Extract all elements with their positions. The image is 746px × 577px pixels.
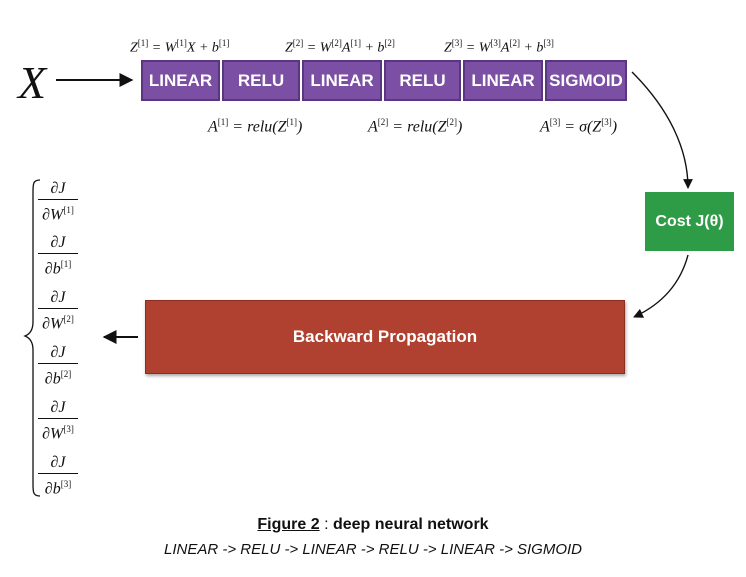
- equation-a1: A[1] = relu(Z[1]): [208, 117, 303, 136]
- layer-sigmoid-1: SIGMOID: [545, 60, 627, 101]
- figure-caption: Figure 2 : deep neural network: [0, 516, 746, 534]
- figure-title: deep neural network: [332, 516, 489, 533]
- figure-number: Figure 2: [257, 516, 320, 533]
- equation-a2: A[2] = relu(Z[2]): [368, 117, 463, 136]
- gradient-dw3: ∂J∂W[3]: [34, 399, 82, 443]
- equation-z2: Z[2] = W[2]A[1] + b[2]: [285, 38, 395, 56]
- forward-to-cost-arrow: [631, 71, 693, 189]
- forward-layer-row: LINEAR RELU LINEAR RELU LINEAR SIGMOID: [141, 60, 627, 101]
- equation-a3: A[3] = σ(Z[3]): [540, 117, 618, 136]
- gradient-db3: ∂J∂b[3]: [34, 454, 82, 498]
- gradient-db2: ∂J∂b[2]: [34, 344, 82, 388]
- gradient-brace: [23, 179, 41, 497]
- gradient-db1: ∂J∂b[1]: [34, 234, 82, 278]
- gradient-dw2: ∂J∂W[2]: [34, 289, 82, 333]
- layer-relu-1: RELU: [222, 60, 300, 101]
- figure-subtitle: LINEAR -> RELU -> LINEAR -> RELU -> LINE…: [163, 541, 583, 558]
- equation-z1: Z[1] = W[1]X + b[1]: [130, 38, 230, 56]
- backward-propagation-box: Backward Propagation: [145, 300, 625, 374]
- cost-box: Cost J(θ): [645, 192, 734, 251]
- caption-separator: :: [319, 516, 333, 533]
- layer-linear-1: LINEAR: [141, 60, 220, 101]
- layer-linear-2: LINEAR: [302, 60, 382, 101]
- gradient-dw1: ∂J∂W[1]: [34, 180, 82, 224]
- layer-relu-2: RELU: [384, 60, 461, 101]
- equation-z3: Z[3] = W[3]A[2] + b[3]: [444, 38, 554, 56]
- cost-to-backward-arrow: [633, 254, 689, 318]
- layer-linear-3: LINEAR: [463, 60, 543, 101]
- input-x-symbol: X: [18, 57, 47, 108]
